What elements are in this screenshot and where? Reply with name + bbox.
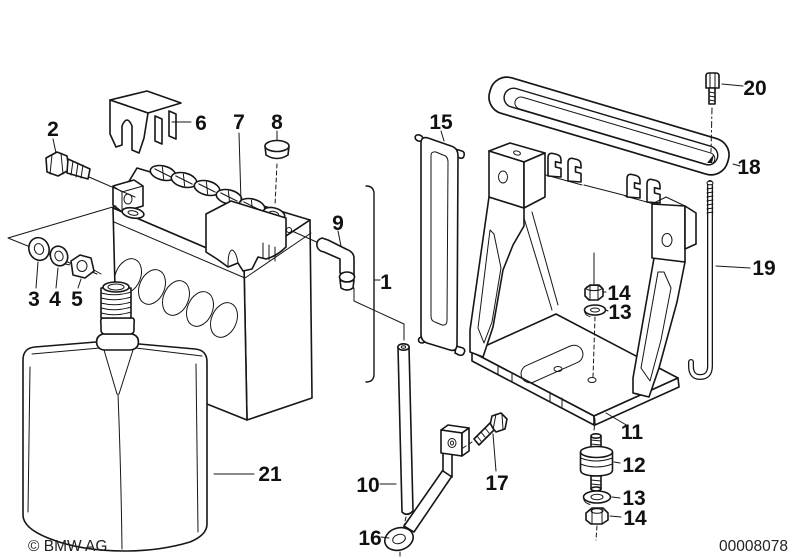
footer: © BMW AG 00008078 bbox=[28, 538, 788, 555]
group-leader bbox=[353, 287, 405, 341]
tray-base-slot bbox=[520, 344, 584, 384]
battery-terminal-block bbox=[112, 179, 145, 220]
callout-3: 3 bbox=[28, 288, 40, 311]
copyright-text: © BMW AG bbox=[28, 538, 107, 555]
callout-4: 4 bbox=[49, 288, 61, 311]
leader-lines bbox=[35, 83, 751, 539]
callout-2: 2 bbox=[47, 118, 59, 141]
callout-5: 5 bbox=[71, 288, 83, 311]
callout-14-lower: 14 bbox=[623, 507, 647, 530]
callout-7: 7 bbox=[233, 111, 245, 134]
washer-axis-line bbox=[7, 205, 117, 275]
hex-nut-5 bbox=[70, 254, 102, 279]
group-bracket-1 bbox=[353, 185, 405, 383]
bracket-clip-side bbox=[461, 427, 470, 457]
bracket-clip-front bbox=[440, 429, 463, 457]
callout-21: 21 bbox=[258, 463, 282, 486]
callout-12: 12 bbox=[622, 454, 645, 477]
tray-right-support bbox=[632, 196, 697, 398]
hood-slots bbox=[262, 242, 276, 262]
callout-16: 16 bbox=[358, 527, 381, 550]
washer-13-lower bbox=[582, 490, 612, 505]
screw-shank bbox=[473, 422, 495, 446]
callout-8: 8 bbox=[271, 111, 283, 134]
flat-washer-3 bbox=[28, 236, 50, 262]
cover-leg bbox=[168, 110, 177, 140]
tray-hooks bbox=[624, 173, 662, 207]
container-neck bbox=[95, 281, 140, 351]
callout-14-middle: 14 bbox=[607, 282, 631, 305]
vent-tube-10 bbox=[397, 342, 414, 531]
bolt-head bbox=[705, 72, 720, 89]
bolt-shank bbox=[66, 158, 91, 180]
callout-18: 18 bbox=[737, 156, 761, 179]
hex-nut-14-middle bbox=[584, 284, 604, 301]
battery-cover-hood bbox=[205, 200, 287, 272]
holding-bracket-16 bbox=[383, 424, 470, 559]
buffer-stack-lower bbox=[579, 418, 614, 541]
tray-hooks bbox=[545, 152, 583, 186]
tray-base-front-skirt bbox=[471, 351, 595, 426]
elbow-connector-9 bbox=[291, 230, 356, 291]
callout-6: 6 bbox=[195, 112, 207, 135]
stack-middle bbox=[583, 252, 607, 378]
bolt-head bbox=[45, 151, 70, 177]
container-creases bbox=[27, 347, 203, 550]
callout-10: 10 bbox=[356, 474, 379, 497]
battery-side-vent-port bbox=[286, 227, 292, 233]
bracket-end-eye bbox=[383, 526, 415, 552]
tray-skirt-notches bbox=[497, 365, 563, 408]
hood-arch-cutout bbox=[227, 249, 239, 267]
washer-13-middle bbox=[583, 304, 607, 317]
callout-11: 11 bbox=[621, 421, 644, 444]
battery-tray-11 bbox=[469, 142, 697, 426]
battery-cell-windows bbox=[114, 258, 238, 338]
hex-nut-14-lower bbox=[585, 507, 609, 525]
tray-buffer-hole bbox=[587, 377, 597, 383]
spring-washer-4 bbox=[49, 245, 71, 267]
hold-down-frame-18 bbox=[488, 76, 730, 176]
electrolyte-container-21 bbox=[22, 281, 208, 552]
callout-13-lower: 13 bbox=[622, 487, 645, 510]
callout-9: 9 bbox=[332, 212, 344, 235]
tension-rod-19 bbox=[688, 180, 714, 381]
battery-case-lip bbox=[113, 221, 312, 279]
container-body bbox=[22, 341, 208, 552]
callout-labels: 1 2 3 4 5 6 7 8 9 10 11 12 13 14 13 14 1… bbox=[28, 77, 776, 550]
callout-19: 19 bbox=[752, 257, 775, 280]
strap-slot bbox=[430, 151, 449, 326]
callout-15: 15 bbox=[429, 111, 453, 134]
callout-20: 20 bbox=[743, 77, 766, 100]
bolt-20 bbox=[705, 72, 720, 163]
callout-13-middle: 13 bbox=[608, 301, 631, 324]
bolt-axis-line bbox=[88, 176, 136, 198]
callout-17: 17 bbox=[485, 472, 508, 495]
image-number: 00008078 bbox=[719, 538, 788, 555]
sealing-plug-8 bbox=[264, 139, 290, 160]
hex-bolt-2 bbox=[45, 151, 91, 180]
strap-peg bbox=[454, 345, 466, 357]
rubber-buffer-12 bbox=[579, 432, 614, 492]
screw-17 bbox=[462, 412, 508, 449]
cover-leg bbox=[154, 115, 163, 145]
tray-left-support bbox=[469, 142, 559, 358]
alignment-arrow bbox=[707, 154, 714, 163]
terminal-cover bbox=[109, 90, 182, 154]
clamping-strap-15 bbox=[414, 134, 466, 357]
callout-1: 1 bbox=[380, 271, 392, 294]
